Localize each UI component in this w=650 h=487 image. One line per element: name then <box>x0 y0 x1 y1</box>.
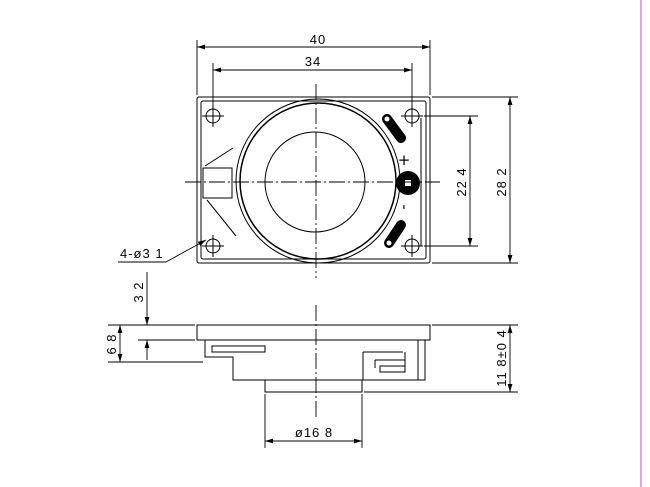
left-cutout-lower-edge <box>206 199 237 237</box>
terminal-lug-hole <box>384 116 390 122</box>
dimension-hole-spacing-height: 22 4 <box>424 115 478 247</box>
top-view: + - 40 <box>118 32 518 278</box>
cone-inner-circle <box>239 102 397 260</box>
flange-plate <box>196 324 431 341</box>
dimension-overall-height: 28 2 <box>432 96 518 264</box>
dimension-label: 11 8±0 4 <box>494 329 509 387</box>
terminal-positive-lug <box>382 114 406 143</box>
dimension-label: ø16 8 <box>295 425 333 440</box>
dimension-magnet-diameter: ø16 8 <box>264 394 363 448</box>
terminal-negative-symbol: - <box>394 204 412 209</box>
left-cutout-upper-edge <box>204 147 234 167</box>
side-terminal <box>362 340 419 380</box>
dimension-label: 28 2 <box>494 167 509 196</box>
terminal-positive-symbol: + <box>398 151 411 169</box>
terminal-negative-lug <box>384 220 406 248</box>
dimension-label: 6 8 <box>104 333 119 354</box>
frame-inner-lip <box>211 345 266 353</box>
rivet-center-square <box>405 180 411 186</box>
terminal-tab <box>379 365 406 373</box>
dimension-label: 3 2 <box>131 281 146 302</box>
dimension-label: 34 <box>305 54 321 69</box>
dimension-total-height: 11 8±0 4 <box>364 324 518 393</box>
dimension-label: 22 4 <box>454 167 469 196</box>
dimension-frame-depth: 6 8 <box>104 325 203 363</box>
hole-callout-label: 4-ø3 1 <box>120 246 164 261</box>
left-tab <box>202 167 233 199</box>
body-outline <box>204 340 426 393</box>
cone-outer-circle <box>235 98 401 264</box>
mounting-hole-top-left <box>202 105 224 127</box>
dimension-flange-thickness: 3 2 <box>108 272 195 360</box>
terminal-lug-body <box>384 220 406 248</box>
mounting-hole-bottom-left <box>202 235 224 257</box>
terminal-center-rivet <box>396 171 420 195</box>
mounting-hole-bottom-right <box>401 235 423 257</box>
hole-callout-leader <box>165 239 207 263</box>
dimension-overall-width: 40 <box>196 32 431 95</box>
side-view: 3 2 6 8 11 8±0 4 ø16 8 <box>104 272 518 448</box>
dimension-hole-spacing-width: 34 <box>212 54 413 106</box>
mounting-hole-top-right <box>401 105 423 127</box>
terminal-lug-body <box>382 114 406 143</box>
hole-callout: 4-ø3 1 <box>118 239 207 263</box>
dimension-label: 40 <box>310 32 326 47</box>
terminal-lug-hole <box>386 240 392 246</box>
